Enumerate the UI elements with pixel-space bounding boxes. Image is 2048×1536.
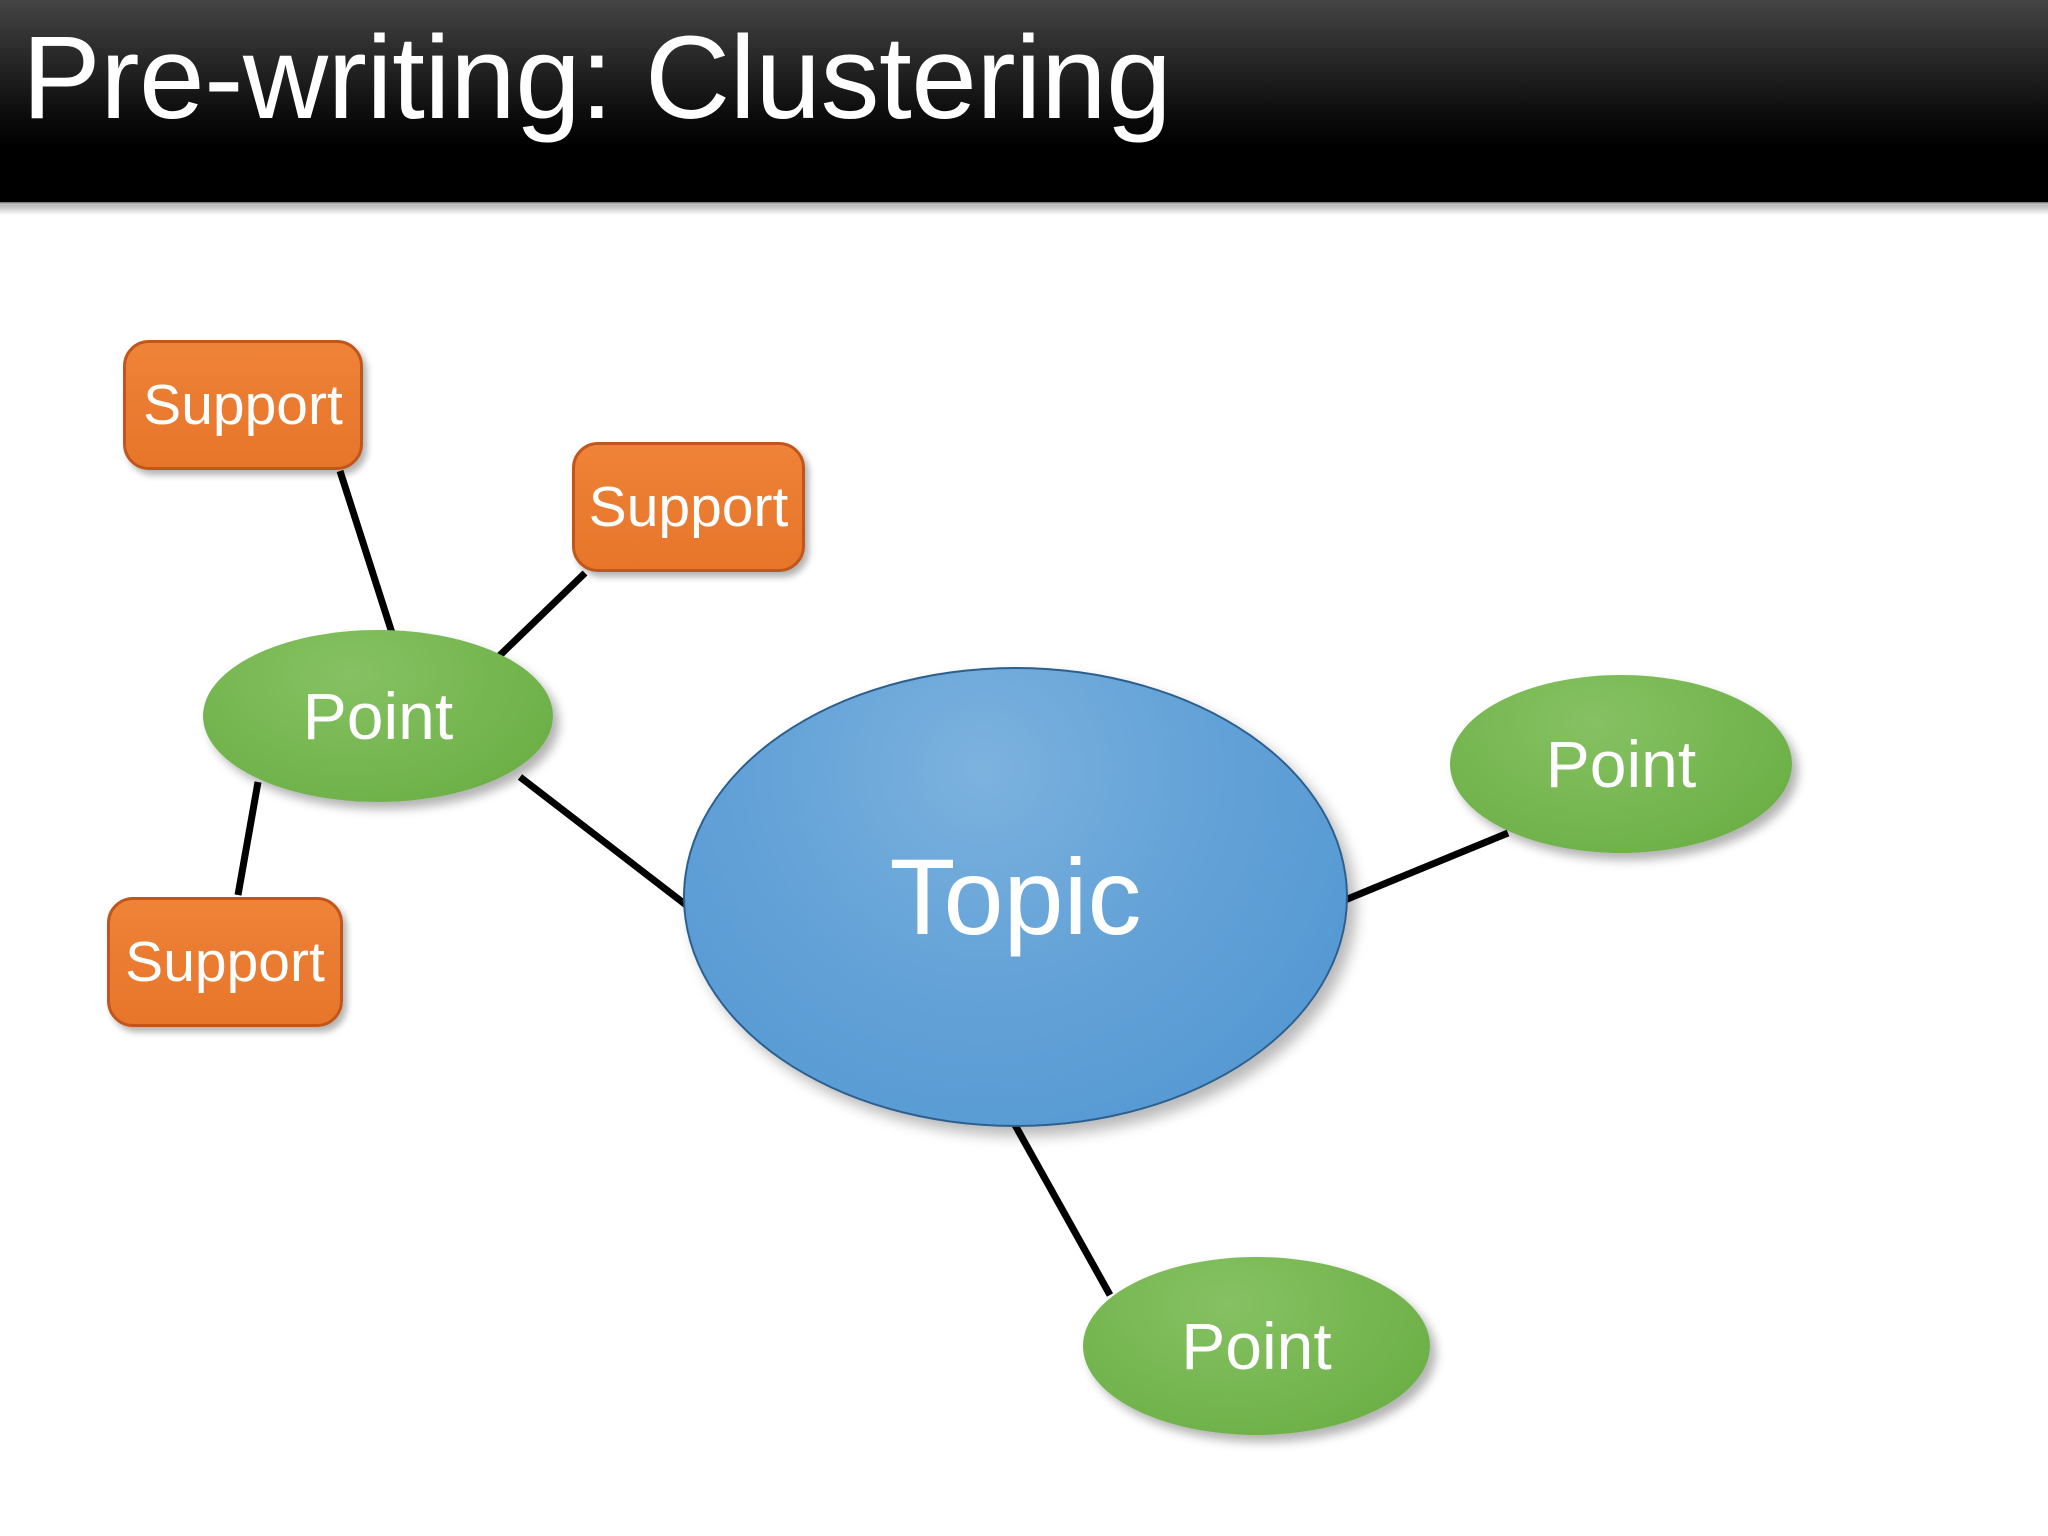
node-label: Support [143,373,343,437]
connector-topic-to-point-right [1343,829,1510,904]
connector-point-left-to-support-1 [336,469,396,635]
page-title: Pre-writing: Clustering [22,12,1172,144]
slide-title-bar: Pre-writing: Clustering [0,0,2048,205]
node-support-2[interactable]: Support [572,442,805,572]
connector-topic-to-point-left [517,774,693,911]
connector-topic-to-point-bottom [1011,1123,1114,1297]
node-point-left[interactable]: Point [203,630,553,802]
node-support-3[interactable]: Support [107,897,343,1027]
node-label: Support [125,930,325,994]
connector-point-left-to-support-2 [492,570,588,663]
node-point-right[interactable]: Point [1450,675,1792,853]
node-label: Point [302,679,454,753]
diagram-canvas: Support Support Support Point Point Poin… [0,205,2048,1536]
connector-point-left-to-support-3 [234,781,262,896]
connector-lines [234,469,1510,1297]
node-label: Point [1545,727,1697,801]
node-label: Point [1181,1309,1332,1383]
node-support-1[interactable]: Support [123,340,363,470]
node-label: Support [588,475,789,539]
title-bar-shadow [0,205,2048,215]
node-topic[interactable]: Topic [683,667,1348,1127]
node-label: Topic [889,836,1142,957]
node-point-bottom[interactable]: Point [1083,1257,1430,1435]
